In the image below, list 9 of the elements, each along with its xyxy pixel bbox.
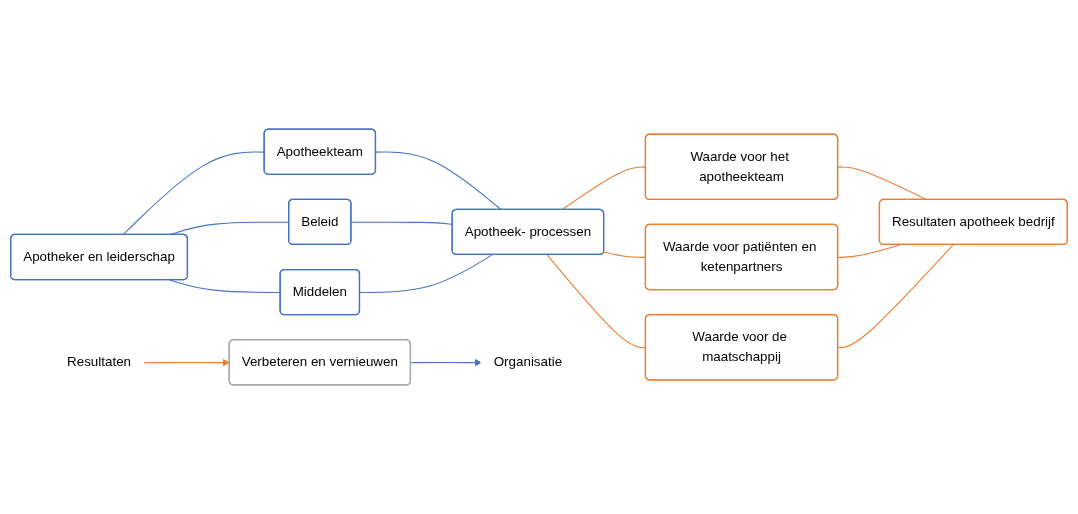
arrow [410,359,482,367]
connector [837,244,901,258]
connector [837,166,928,201]
connector [375,151,502,211]
arrow [143,358,230,367]
node-text: Resultaten [67,354,132,369]
connector [359,254,493,294]
node-text: Organisatie [493,354,563,369]
connector [837,244,954,349]
